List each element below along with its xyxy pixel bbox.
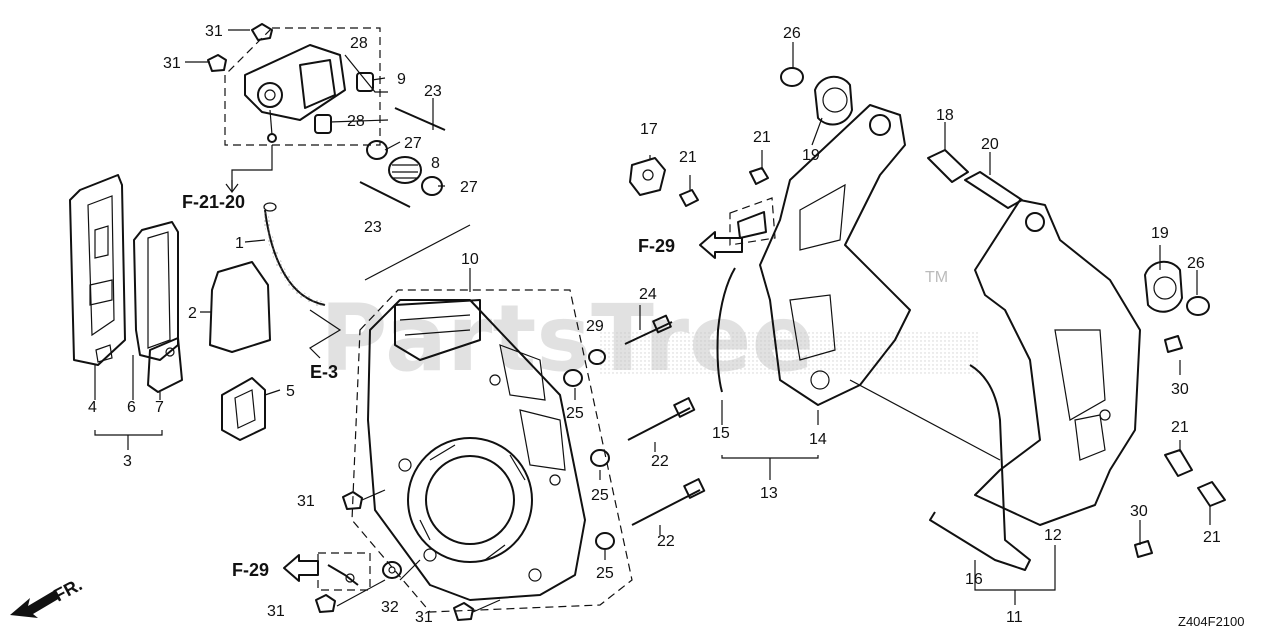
part-21-screws-top xyxy=(679,167,769,207)
callout-26: 26 xyxy=(783,25,801,42)
leader-lines xyxy=(94,29,1211,613)
part-32-washer xyxy=(382,561,402,579)
callout-21: 21 xyxy=(1203,529,1221,546)
callout-32: 32 xyxy=(381,599,399,616)
part-30-screws xyxy=(1134,335,1183,558)
callout-22: 22 xyxy=(657,533,675,550)
part-7-filter xyxy=(147,337,183,393)
callout-5: 5 xyxy=(286,383,295,400)
callout-27: 27 xyxy=(404,135,422,152)
callout-10: 10 xyxy=(461,251,479,268)
callout-22: 22 xyxy=(651,453,669,470)
callout-31: 31 xyxy=(267,603,285,620)
part-15-seal-strip xyxy=(716,267,736,393)
ref-e3: E-3 xyxy=(310,362,338,382)
callout-25: 25 xyxy=(596,565,614,582)
callout-17: 17 xyxy=(640,121,658,138)
part-12-outer-cover xyxy=(974,199,1141,526)
front-label: FR. xyxy=(50,574,85,605)
callout-23: 23 xyxy=(424,83,442,100)
watermark-tm: TM xyxy=(925,269,948,286)
callout-2: 2 xyxy=(188,305,197,322)
part-21-screws-right xyxy=(1164,449,1226,507)
part-24-bolt xyxy=(624,314,673,345)
part-5-grommet xyxy=(221,377,266,441)
callout-21: 21 xyxy=(679,149,697,166)
part-9-valve-group xyxy=(224,27,381,146)
callout-7: 7 xyxy=(155,399,164,416)
callout-21: 21 xyxy=(753,129,771,146)
callout-21: 21 xyxy=(1171,419,1189,436)
watermark: PartsTree TM xyxy=(320,269,980,392)
callout-12: 12 xyxy=(1044,527,1062,544)
callout-16: 16 xyxy=(965,571,983,588)
callout-31: 31 xyxy=(205,23,223,40)
part-28-collars xyxy=(314,72,374,134)
part-29-washer xyxy=(588,349,606,365)
callout-numbers: 31 31 28 9 23 28 27 8 27 23 1 2 5 4 6 7 … xyxy=(88,23,1221,626)
callout-18: 18 xyxy=(936,107,954,124)
part-20-pin xyxy=(964,171,1023,209)
callout-15: 15 xyxy=(712,425,730,442)
callout-25: 25 xyxy=(591,487,609,504)
callout-6: 6 xyxy=(127,399,136,416)
part-16-gasket-strip xyxy=(929,364,1031,571)
part-31-nuts-top xyxy=(207,23,273,72)
ref-f29-top: F-29 xyxy=(638,236,675,256)
callout-4: 4 xyxy=(88,399,97,416)
part-14-guide-plate xyxy=(759,104,911,406)
callout-31: 31 xyxy=(415,609,433,626)
callout-11: 11 xyxy=(1006,609,1023,626)
callout-31: 31 xyxy=(297,493,315,510)
callout-30: 30 xyxy=(1171,381,1189,398)
callout-27: 27 xyxy=(460,179,478,196)
callout-19: 19 xyxy=(802,147,820,164)
diagram-code: Z404F2100 xyxy=(1178,614,1245,629)
part-8-spring xyxy=(388,156,422,184)
callout-14: 14 xyxy=(809,431,827,448)
callout-29: 29 xyxy=(586,318,604,335)
callout-25: 25 xyxy=(566,405,584,422)
callout-24: 24 xyxy=(639,286,657,303)
front-direction-arrow: FR. xyxy=(10,574,85,618)
part-1-tube xyxy=(262,202,326,308)
part-2-foam xyxy=(209,261,271,353)
callout-3: 3 xyxy=(123,453,132,470)
callout-19: 19 xyxy=(1151,225,1169,242)
part-4-cover-plate xyxy=(69,174,126,366)
watermark-text: PartsTree xyxy=(320,285,814,392)
part-18-collar xyxy=(927,149,969,183)
callout-20: 20 xyxy=(981,136,999,153)
callout-13: 13 xyxy=(760,485,778,502)
part-26-washers xyxy=(780,67,1210,316)
callout-26: 26 xyxy=(1187,255,1205,272)
reference-arrows xyxy=(225,180,743,582)
ref-f29-bottom: F-29 xyxy=(232,560,269,580)
part-19-pulleys xyxy=(814,75,1183,313)
callout-28: 28 xyxy=(350,35,368,52)
callout-30: 30 xyxy=(1130,503,1148,520)
part-6-gasket xyxy=(133,221,179,361)
part-23-studs xyxy=(359,107,446,208)
part-31-nuts-housing xyxy=(315,491,474,621)
ref-f21-20: F-21-20 xyxy=(182,192,245,212)
callout-9: 9 xyxy=(397,71,406,88)
callout-31: 31 xyxy=(163,55,181,72)
callout-1: 1 xyxy=(235,235,244,252)
callout-23: 23 xyxy=(364,219,382,236)
callout-8: 8 xyxy=(431,155,440,172)
part-17-clip xyxy=(629,157,666,196)
callout-28: 28 xyxy=(347,113,365,130)
part-f29-bracket-bottom xyxy=(317,552,371,591)
part-25-grommets xyxy=(563,369,615,550)
part-f29-bracket-top xyxy=(729,197,776,246)
part-22-bolts xyxy=(627,397,706,526)
